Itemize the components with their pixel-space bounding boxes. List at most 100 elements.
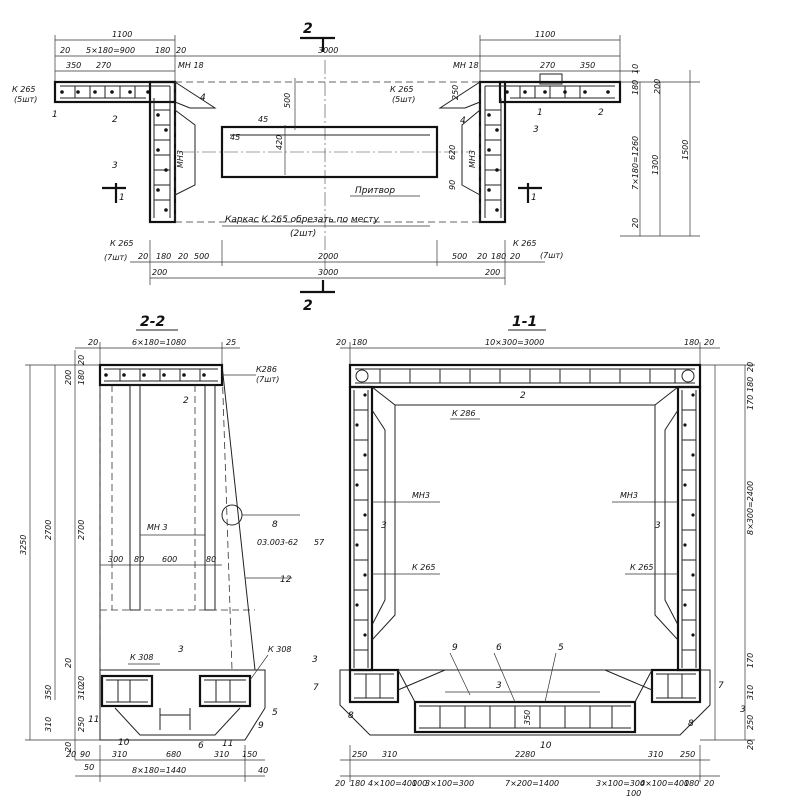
right-pos-4: 4 <box>460 116 466 126</box>
right-k265-bottom-count: (7шт) <box>540 251 563 260</box>
s22-node-mark: 8 <box>272 520 278 530</box>
dim-2000: 2000 <box>318 252 338 261</box>
left-pos-4: 4 <box>200 93 206 103</box>
s11-pos-3-left: 3 <box>381 521 387 531</box>
s11-pos-5: 5 <box>558 643 564 653</box>
left-pos-3: 3 <box>112 161 118 171</box>
s11-r-180: 180 <box>746 377 755 392</box>
s22-dim-20d: 20 <box>77 676 86 686</box>
s22-pos-3: 3 <box>178 645 184 655</box>
dim-420: 420 <box>275 135 284 150</box>
dim-45-b: 45 <box>230 133 240 142</box>
s22-b-90: 90 <box>80 750 90 759</box>
s22-dim-20: 20 <box>77 355 86 365</box>
s11-r-310: 310 <box>746 685 755 700</box>
dim-500-bl: 500 <box>194 252 209 261</box>
section-1-1: 1-1 20 180 10×300=3000 180 20 К 286 <box>312 314 755 798</box>
s22-k286: К286 <box>256 365 277 374</box>
s22-b-40: 40 <box>258 766 268 775</box>
right-mn3: МН3 <box>468 150 477 168</box>
dim-180-right: 180 <box>631 80 640 95</box>
dim-900-left: 5×180=900 <box>86 46 135 55</box>
right-pos-2: 2 <box>598 108 604 118</box>
left-section-1: 1 <box>119 193 125 203</box>
left-pos-1: 1 <box>52 110 58 120</box>
right-k265-bottom: К 265 <box>513 239 537 248</box>
s22-pos-12: 12 <box>280 575 292 585</box>
left-k265-bottom: К 265 <box>110 239 134 248</box>
dim-1100-right: 1100 <box>535 30 555 39</box>
s11-r-170: 170 <box>746 395 755 410</box>
dim-200-bl: 200 <box>152 268 167 277</box>
s22-dim-310: 310 <box>77 685 86 700</box>
s11-dim-20: 20 <box>336 338 346 347</box>
s11-b-250: 250 <box>352 750 367 759</box>
left-mark-k265: К 265 <box>12 85 36 94</box>
s11-pos-3-left-bottom: 3 <box>312 655 318 665</box>
dim-200-br: 200 <box>485 268 500 277</box>
dim-1260: 7×180=1260 <box>631 136 640 190</box>
dim-20-left: 20 <box>60 46 70 55</box>
s22-dim-200: 200 <box>64 370 73 385</box>
dim-20-br2: 20 <box>510 252 520 261</box>
s22-k286-count: (7шт) <box>256 375 279 384</box>
s22-pos-2: 2 <box>183 396 189 406</box>
section-2-bottom-mark: 2 <box>303 298 313 314</box>
s22-dim-2700b: 2700 <box>77 520 86 540</box>
right-pos-1: 1 <box>537 108 543 118</box>
s22-b-50: 50 <box>84 763 94 772</box>
dim-350-right: 350 <box>580 61 595 70</box>
dim-3000-bottom: 3000 <box>318 268 338 277</box>
s11-pos-3-mid: 3 <box>496 681 502 691</box>
s22-dim-25: 25 <box>226 338 236 347</box>
s11-b-180: 180 <box>350 779 365 788</box>
s22-pos-9: 9 <box>258 721 264 731</box>
s11-k265-right: К 265 <box>630 563 654 572</box>
right-mn18: МН 18 <box>453 61 479 70</box>
plan-view: 2 2 1100 1100 20 5×180=900 180 20 3000 3… <box>12 21 700 314</box>
s11-b-2280: 2280 <box>515 750 535 759</box>
s11-b-20: 20 <box>335 779 345 788</box>
s11-pos-8-left: 8 <box>348 711 354 721</box>
dim-20-br: 20 <box>477 252 487 261</box>
s11-dim-20b: 20 <box>704 338 714 347</box>
section-1-1-title: 1-1 <box>512 314 537 330</box>
s22-dim-80a: 80 <box>134 555 144 564</box>
dim-270-right: 270 <box>540 61 555 70</box>
s11-dim-3000: 10×300=3000 <box>485 338 544 347</box>
dim-350-left: 350 <box>66 61 81 70</box>
s11-b-250b: 250 <box>680 750 695 759</box>
s11-b-400: 4×100=400 <box>368 779 417 788</box>
s11-k265-left: К 265 <box>412 563 436 572</box>
s11-dim-180b: 180 <box>684 338 699 347</box>
s22-dim-180: 180 <box>77 370 86 385</box>
dim-90: 90 <box>448 180 457 190</box>
s22-node-sheet: 57 <box>314 538 325 547</box>
s11-pos-3-right-bottom: 3 <box>740 705 746 715</box>
s11-mn3-right: МН3 <box>620 491 638 500</box>
s11-pos-9: 9 <box>452 643 458 653</box>
s22-node-ref: 03.003-62 <box>257 538 298 547</box>
s22-dim-350: 350 <box>44 685 53 700</box>
s22-pos-10: 10 <box>118 738 130 748</box>
s11-b-20b: 20 <box>704 779 714 788</box>
s22-pos-6: 6 <box>198 741 204 751</box>
dim-200-right: 200 <box>653 79 662 94</box>
dim-250-right: 250 <box>451 85 460 100</box>
s22-dim-20b: 20 <box>64 658 73 668</box>
s22-b-150: 150 <box>242 750 257 759</box>
s11-b-300b: 3×100=300 <box>596 779 645 788</box>
s11-pos-2: 2 <box>520 391 526 401</box>
s22-dim-20c: 20 <box>64 742 73 752</box>
dim-620: 620 <box>448 145 457 160</box>
s11-pos-7-left: 7 <box>313 683 319 693</box>
s11-pos-3-right: 3 <box>655 521 661 531</box>
s11-b-100b: 100 <box>626 789 641 798</box>
dim-500-center: 500 <box>283 93 292 108</box>
s22-b-1440: 8×180=1440 <box>132 766 186 775</box>
s22-dim-250: 250 <box>77 717 86 732</box>
s11-b-400b: 4×100=400 <box>640 779 689 788</box>
dim-20-bl: 20 <box>138 252 148 261</box>
s22-dim-310b: 310 <box>44 717 53 732</box>
s11-b-310: 310 <box>382 750 397 759</box>
